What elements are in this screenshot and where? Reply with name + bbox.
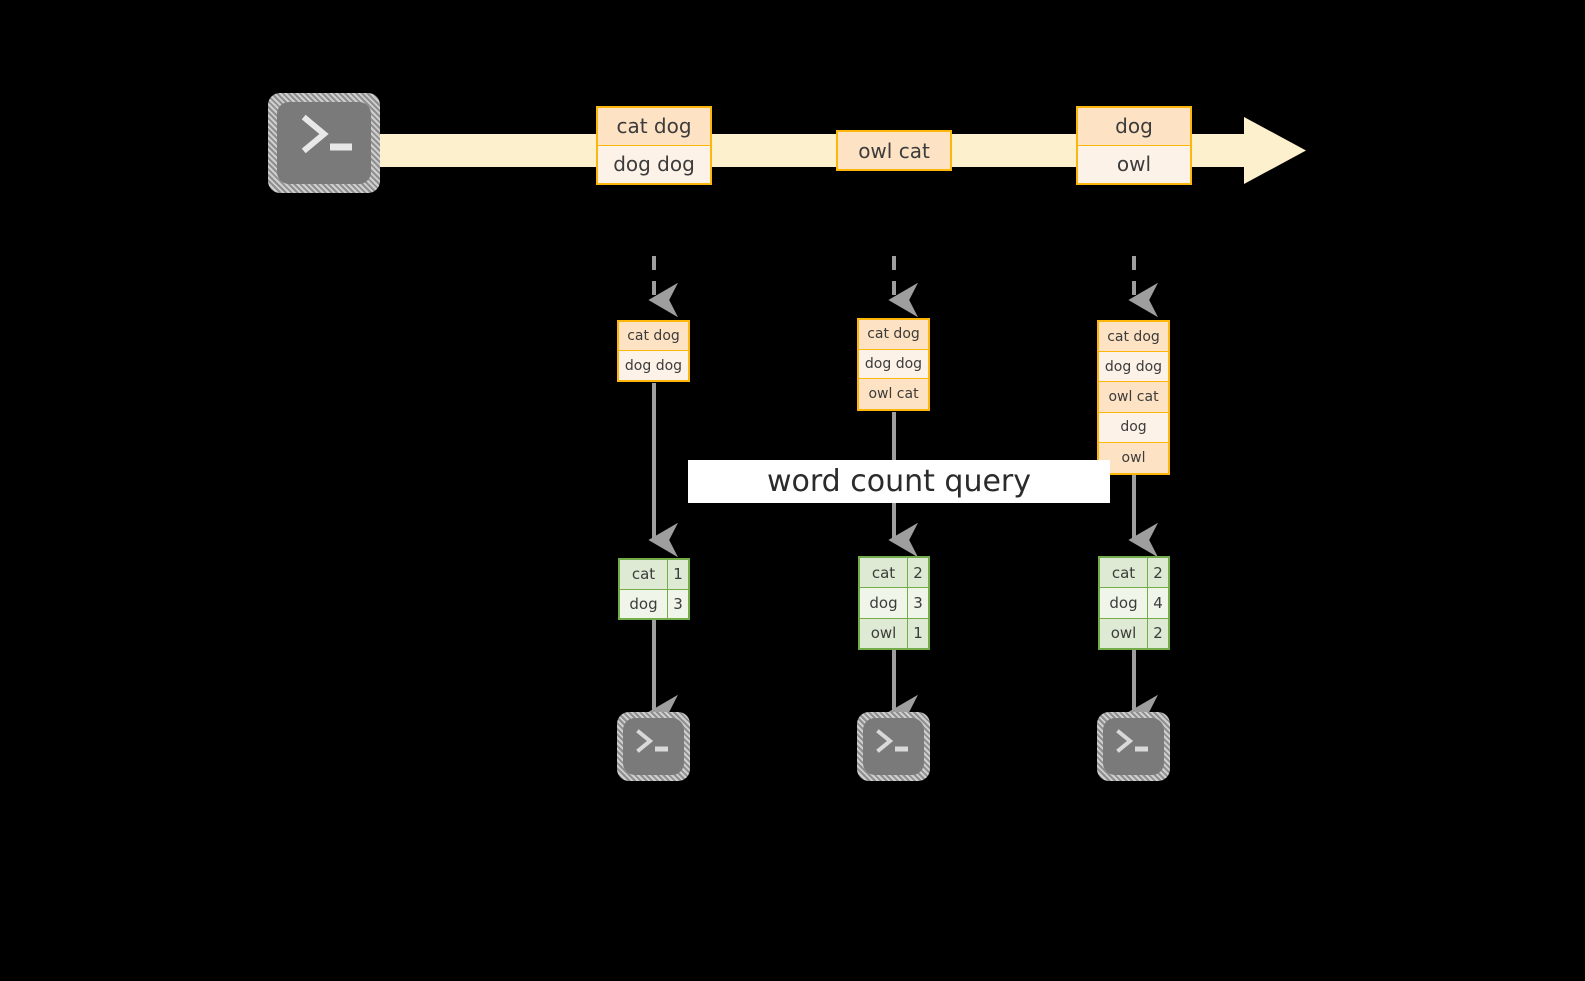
terminal-body: [1103, 718, 1164, 775]
snapshot-2-input-row: cat dog: [859, 320, 928, 350]
result-count: 2: [908, 558, 928, 588]
table-row: cat 2: [1100, 558, 1168, 589]
result-word: dog: [1100, 588, 1148, 618]
result-word: dog: [620, 589, 668, 618]
result-word: dog: [860, 588, 908, 618]
snapshot-3-input: cat dog dog dog owl cat dog owl: [1097, 320, 1170, 475]
table-row: dog 3: [620, 589, 688, 618]
source-terminal-icon: [268, 93, 380, 193]
snapshot-3-input-row: owl: [1099, 442, 1168, 473]
snapshot-1-input-row: dog dog: [619, 351, 688, 380]
sink-terminal-icon-2: [857, 712, 930, 781]
result-word: owl: [860, 618, 908, 648]
result-count: 3: [668, 589, 688, 618]
stream-group-1-row: cat dog: [598, 108, 710, 146]
result-count: 3: [908, 588, 928, 618]
table-row: owl 2: [1100, 618, 1168, 648]
snapshot-2-input-row: owl cat: [859, 379, 928, 409]
table-row: cat 1: [620, 560, 688, 590]
terminal-body: [277, 102, 371, 184]
terminal-prompt-icon: [876, 729, 908, 753]
result-word: cat: [860, 558, 908, 588]
stream-group-2: owl cat: [836, 130, 952, 171]
stream-group-3-row: owl: [1078, 145, 1190, 183]
stream-group-1-row: dog dog: [598, 145, 710, 183]
result-count: 1: [668, 560, 688, 589]
result-count: 2: [1148, 558, 1168, 588]
snapshot-3-result: cat 2 dog 4 owl 2: [1098, 556, 1170, 650]
table-row: dog 3: [860, 588, 928, 619]
snapshot-2-result: cat 2 dog 3 owl 1: [858, 556, 930, 650]
terminal-body: [863, 718, 924, 775]
terminal-prompt-icon: [636, 729, 668, 753]
snapshot-2-input: cat dog dog dog owl cat: [857, 318, 930, 411]
snapshot-3-input-row: dog: [1099, 412, 1168, 443]
result-word: owl: [1100, 618, 1148, 648]
query-label-band: [688, 460, 1110, 503]
stream-arrow-head: [1244, 117, 1306, 184]
result-count: 2: [1148, 618, 1168, 648]
terminal-body: [623, 718, 684, 775]
sink-terminal-icon-1: [617, 712, 690, 781]
sink-terminal-icon-3: [1097, 712, 1170, 781]
result-word: cat: [620, 560, 668, 589]
snapshot-2-input-row: dog dog: [859, 349, 928, 380]
stream-group-3-row: dog: [1078, 108, 1190, 146]
table-row: owl 1: [860, 618, 928, 648]
stream-group-1: cat dog dog dog: [596, 106, 712, 185]
table-row: cat 2: [860, 558, 928, 589]
stream-group-2-row: owl cat: [838, 132, 950, 169]
snapshot-3-input-row: cat dog: [1099, 322, 1168, 353]
snapshot-1-result: cat 1 dog 3: [618, 558, 690, 620]
snapshot-1-input: cat dog dog dog: [617, 320, 690, 382]
stream-group-3: dog owl: [1076, 106, 1192, 185]
result-count: 4: [1148, 588, 1168, 618]
snapshot-3-input-row: dog dog: [1099, 352, 1168, 383]
query-label: word count query: [766, 464, 1032, 499]
result-count: 1: [908, 618, 928, 648]
snapshot-1-input-row: cat dog: [619, 322, 688, 351]
table-row: dog 4: [1100, 588, 1168, 619]
snapshot-3-input-row: owl cat: [1099, 382, 1168, 413]
result-word: cat: [1100, 558, 1148, 588]
terminal-prompt-icon: [1116, 729, 1148, 753]
terminal-prompt-icon: [301, 114, 352, 154]
